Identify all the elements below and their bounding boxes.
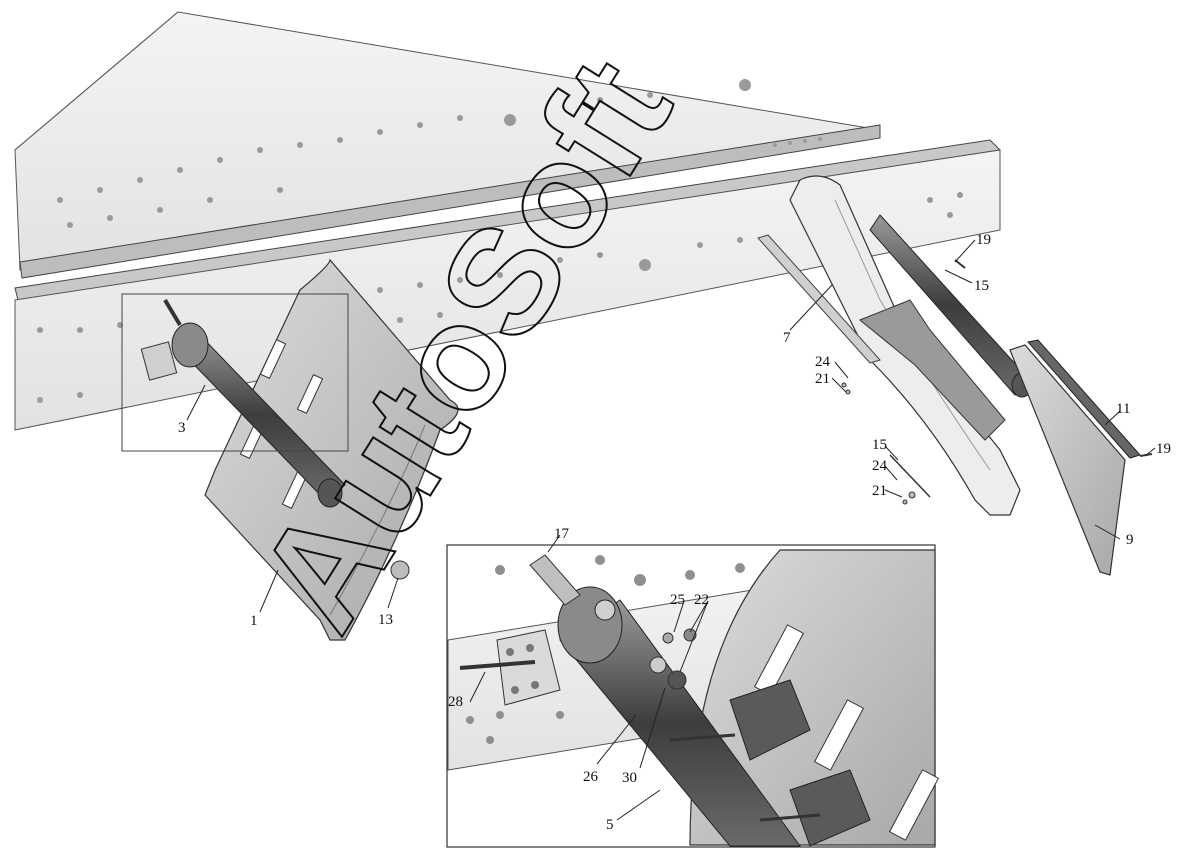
callout-22: 22 [694, 592, 709, 608]
callout-15b: 15 [872, 437, 887, 453]
callout-7: 7 [783, 330, 791, 346]
callout-19a: 19 [976, 232, 991, 248]
callout-1: 1 [250, 613, 258, 629]
detail-frame-left [121, 293, 349, 452]
callout-25: 25 [670, 592, 685, 608]
callout-labels: 1 3 13 7 24 21 19 15 11 19 15 24 21 9 17… [178, 232, 1171, 833]
callout-5: 5 [606, 817, 614, 833]
callout-21b: 21 [872, 483, 887, 499]
callout-30: 30 [622, 770, 637, 786]
callout-13: 13 [378, 612, 393, 628]
callout-3: 3 [178, 420, 186, 436]
leader-lines [186, 239, 1156, 821]
callout-28: 28 [448, 694, 463, 710]
callout-24b: 24 [872, 458, 888, 474]
callout-9: 9 [1126, 532, 1134, 548]
callout-26: 26 [583, 769, 599, 785]
callout-15a: 15 [974, 278, 989, 294]
small-fasteners [841, 259, 1153, 505]
left-bracket-tube [140, 298, 346, 508]
rubber-flap-9 [1009, 339, 1141, 576]
callout-24a: 24 [815, 354, 831, 370]
callout-21a: 21 [815, 371, 830, 387]
detail-inset-content [447, 549, 940, 847]
right-mudguard [789, 175, 1033, 516]
frame-rail-upper [14, 11, 881, 279]
frame-rail-lower [14, 139, 1002, 431]
callout-17: 17 [554, 526, 570, 542]
left-mudguard [204, 258, 459, 641]
bolt-13 [390, 560, 410, 580]
frame-holes [37, 79, 963, 403]
callout-11: 11 [1116, 401, 1130, 417]
callout-19b: 19 [1156, 441, 1171, 457]
